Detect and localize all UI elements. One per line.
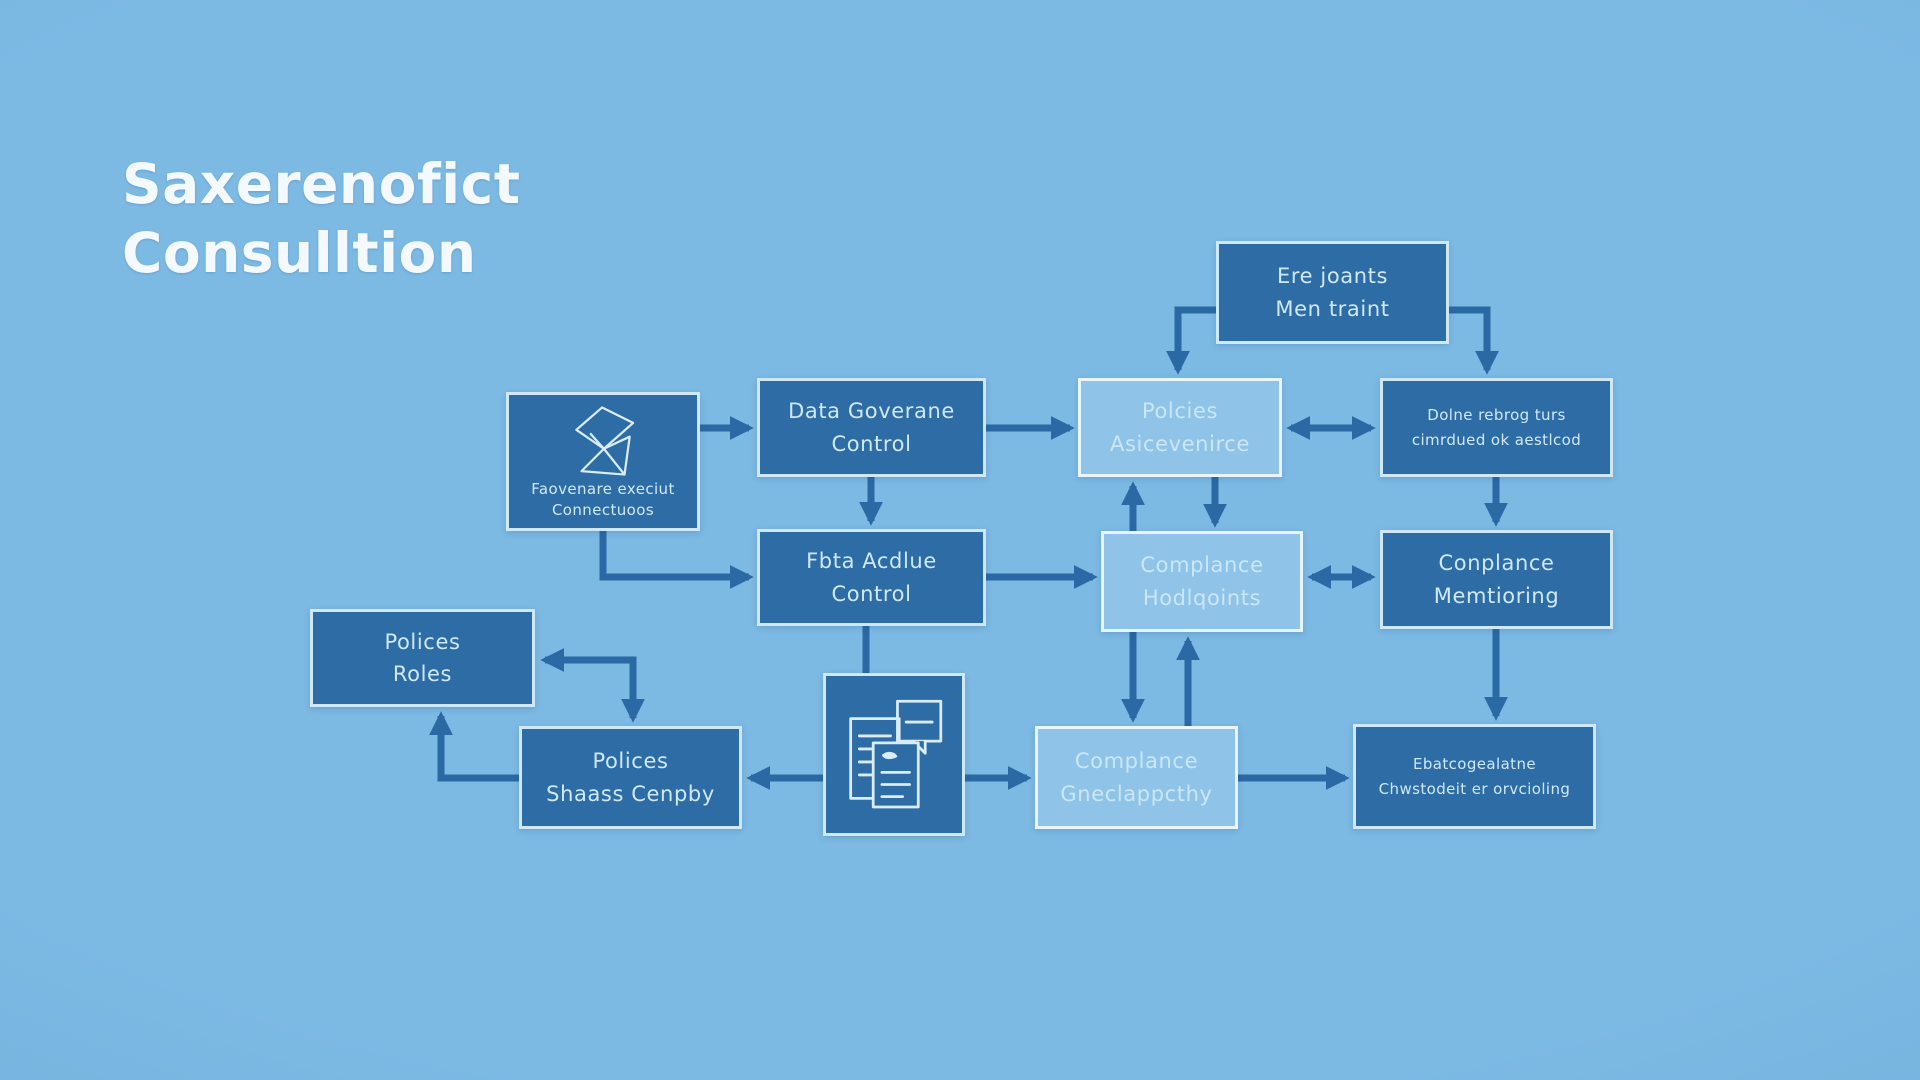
- page-title-line2: Consulltion: [122, 221, 477, 286]
- node-label: Control: [831, 581, 912, 606]
- node-label: Complance: [1140, 553, 1264, 578]
- node-conplance-memtioring: Conplance Memtioring: [1380, 530, 1613, 629]
- node-label: Faovenare execiut: [531, 479, 675, 498]
- node-data-goverane-control: Data Goverane Control: [757, 378, 986, 477]
- node-label: Roles: [392, 662, 453, 686]
- node-documents: [823, 673, 965, 836]
- node-label: Complance: [1074, 749, 1199, 774]
- page-title: Saxerenofict Consulltion: [122, 150, 521, 289]
- node-dolne-rebrog: Dolne rebrog turs cimrdued ok aestlcod: [1380, 378, 1613, 477]
- node-label: Dolne rebrog turs: [1427, 405, 1566, 424]
- node-label: Shaass Cenpby: [546, 781, 715, 806]
- node-label: Polcies: [1141, 399, 1219, 424]
- node-complance-gneclappcthy: Complance Gneclappcthy: [1035, 726, 1238, 829]
- node-label: cimrdued ok aestlcod: [1411, 430, 1582, 449]
- documents-speech-bubble-icon: [849, 699, 943, 808]
- node-label: Hodlqoints: [1142, 585, 1262, 610]
- node-label: Chwstodeit er orvcioling: [1378, 779, 1571, 798]
- node-polices-shaass-cenpby: Polices Shaass Cenpby: [519, 726, 742, 829]
- node-label: Gneclappcthy: [1060, 781, 1213, 806]
- arrow-shaass-to-roles-elbow: [429, 711, 519, 782]
- node-label: Men traint: [1275, 296, 1390, 321]
- origami-document-icon: [575, 406, 635, 476]
- node-label: Memtioring: [1433, 583, 1560, 608]
- node-fbta-acdlue-control: Fbta Acdlue Control: [757, 529, 986, 626]
- arrow-erejoants-to-dolne: [1449, 306, 1499, 375]
- arrow-erejoants-to-polcies: [1166, 306, 1216, 375]
- node-label: Control: [831, 431, 912, 456]
- node-label: Asicevenirce: [1110, 431, 1250, 456]
- node-complance-hodlqoints: Complance Hodlqoints: [1101, 531, 1303, 632]
- node-ebatcogealatne: Ebatcogealatne Chwstodeit er orvcioling: [1353, 724, 1596, 829]
- node-label: Data Goverane: [788, 399, 955, 424]
- node-label: Polices: [592, 749, 669, 774]
- node-label: Connectuoos: [551, 500, 655, 519]
- arrow-faovenare-to-fbta-elbow: [599, 531, 754, 589]
- arrow-elbow-roles-and-shaass: [540, 648, 645, 723]
- node-label: Conplance: [1438, 551, 1555, 576]
- node-polices-roles: Polices Roles: [310, 609, 535, 707]
- page-title-line1: Saxerenofict: [122, 152, 521, 216]
- node-label: Polices: [384, 629, 461, 654]
- node-ere-joants: Ere joants Men traint: [1216, 241, 1449, 344]
- node-label: Fbta Acdlue: [806, 549, 937, 574]
- node-label: Ere joants: [1276, 264, 1389, 289]
- node-faovenare-connectuoos: Faovenare execiut Connectuoos: [506, 392, 700, 531]
- node-label: Ebatcogealatne: [1412, 754, 1536, 773]
- node-polcies-asicevenirce: Polcies Asicevenirce: [1078, 378, 1282, 477]
